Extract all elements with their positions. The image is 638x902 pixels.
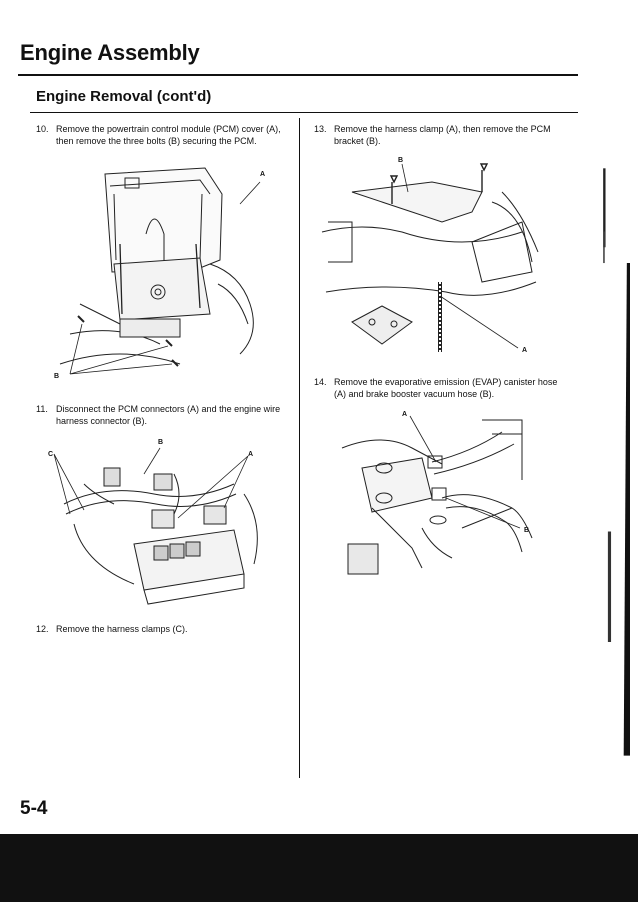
figure-pcm-connectors: C B A	[48, 439, 258, 605]
step-text: Remove the evaporative emission (EVAP) c…	[334, 377, 558, 399]
step-number: 13.	[314, 124, 327, 134]
step-12: 12. Remove the harness clamps (C).	[36, 624, 286, 638]
page-title: Engine Assembly	[20, 40, 200, 65]
section-rule	[30, 112, 578, 113]
callout-a: A	[248, 451, 253, 458]
callout-a: A	[522, 347, 527, 354]
step-11: 11. Disconnect the PCM connectors (A) an…	[36, 404, 286, 428]
page-number: 5-4	[20, 798, 48, 819]
callout-a: A	[260, 171, 265, 178]
step-text: Remove the harness clamp (A), then remov…	[334, 124, 551, 146]
step-number: 11.	[36, 404, 48, 414]
scan-bottom-band	[0, 834, 638, 902]
column-divider	[299, 118, 300, 778]
callout-b: B	[54, 373, 59, 380]
step-14: 14. Remove the evaporative emission (EVA…	[314, 377, 564, 403]
title-rule	[18, 74, 578, 76]
step-number: 12.	[36, 624, 49, 634]
callout-b: B	[524, 527, 529, 534]
callout-b: B	[398, 157, 403, 164]
figure-evap-hoses: A B	[341, 411, 533, 575]
scan-edge-shadow	[603, 168, 630, 756]
step-text: Remove the harness clamps (C).	[56, 624, 188, 634]
callout-b: B	[158, 439, 163, 446]
callout-a: A	[402, 411, 407, 418]
figure-pcm-cover: A B	[54, 167, 265, 380]
step-number: 10.	[36, 124, 49, 134]
step-number: 14.	[314, 377, 327, 387]
figure-pcm-bracket: B A	[321, 157, 539, 354]
step-text: Remove the powertrain control module (PC…	[56, 124, 281, 146]
step-10: 10. Remove the powertrain control module…	[36, 124, 286, 164]
step-text: Disconnect the PCM connectors (A) and th…	[56, 404, 281, 426]
section-title: Engine Removal (cont'd)	[36, 88, 212, 105]
step-13: 13. Remove the harness clamp (A), then r…	[314, 124, 564, 150]
callout-c: C	[48, 451, 53, 458]
